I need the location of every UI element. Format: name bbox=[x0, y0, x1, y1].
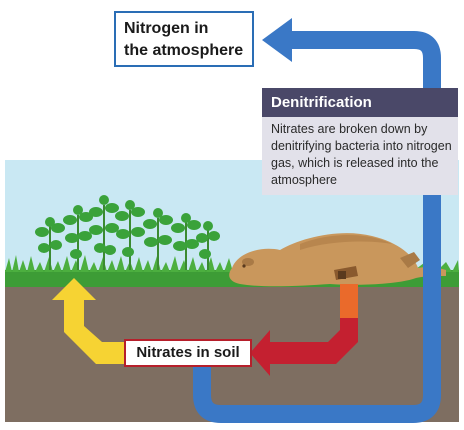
atmosphere-label-line1: Nitrogen in bbox=[124, 20, 209, 37]
nitrogen-cycle-arrow-up bbox=[290, 31, 441, 195]
nitrogen-cycle-arrow bbox=[193, 278, 441, 423]
plant-uptake-arrow bbox=[52, 278, 124, 364]
atmosphere-label-line2: the atmosphere bbox=[124, 42, 244, 59]
arrow-segment-through-ground bbox=[423, 195, 441, 279]
decomposition-arrow-top bbox=[340, 284, 358, 318]
dead-animal-icon bbox=[229, 233, 446, 287]
atmosphere-label: Nitrogen in the atmosphere bbox=[114, 11, 254, 67]
grass-blades bbox=[5, 255, 459, 272]
arrow-head-to-atmosphere bbox=[262, 18, 292, 62]
denitrification-description: Nitrates are broken down by denitrifying… bbox=[262, 117, 458, 195]
nitrates-in-soil-label: Nitrates in soil bbox=[124, 339, 252, 367]
denitrification-title: Denitrification bbox=[262, 88, 458, 117]
plant-leaves bbox=[35, 195, 220, 259]
decomposition-arrow-bottom bbox=[250, 318, 358, 376]
